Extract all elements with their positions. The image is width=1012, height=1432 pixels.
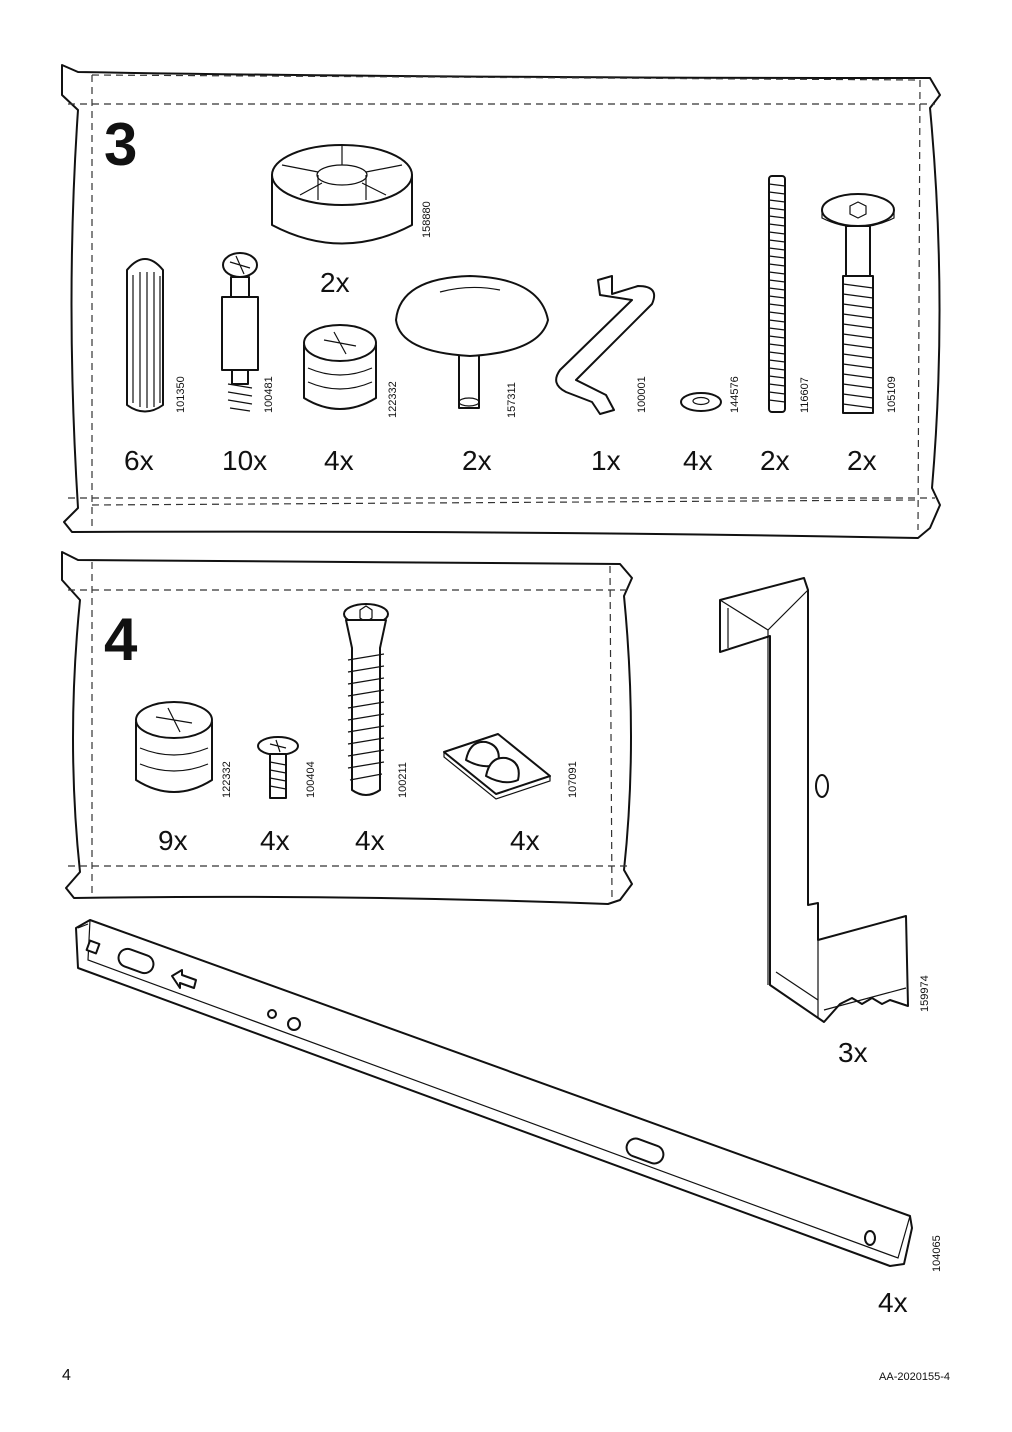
- part-quantity: 1x: [591, 445, 621, 476]
- part-number: 122332: [221, 761, 233, 798]
- washer-icon: [680, 392, 722, 412]
- allen-key-icon: [555, 275, 656, 415]
- part-number: 122332: [387, 381, 399, 418]
- part-number: 100211: [397, 762, 409, 798]
- bracket-hook-icon: [719, 577, 909, 1023]
- threaded-rod-icon: [768, 175, 786, 413]
- part-number: 101350: [175, 376, 187, 413]
- bag-4-step-number: 4: [104, 606, 138, 673]
- part-quantity: 2x: [462, 445, 492, 476]
- part-quantity: 4x: [878, 1287, 908, 1318]
- part-quantity: 4x: [683, 445, 713, 476]
- part-number: 105109: [886, 376, 898, 413]
- knob-icon: [395, 275, 549, 409]
- part-quantity: 3x: [838, 1037, 868, 1068]
- part-quantity: 2x: [847, 445, 877, 476]
- connector-bolt-icon: [821, 193, 895, 414]
- part-number: 100481: [263, 376, 275, 413]
- part-quantity: 10x: [222, 445, 267, 476]
- part-number: 100001: [636, 376, 648, 413]
- cam-bolt-icon: [221, 252, 259, 412]
- part-quantity: 4x: [324, 445, 354, 476]
- document-code: AA-2020155-4: [879, 1371, 950, 1383]
- cam-lock-icon: [135, 701, 213, 793]
- short-screw-icon: [257, 736, 299, 799]
- long-screw-icon: [343, 603, 389, 796]
- part-quantity: 4x: [260, 825, 290, 856]
- wood-dowel-icon: [126, 258, 164, 413]
- part-quantity: 2x: [320, 267, 350, 298]
- part-quantity: 4x: [355, 825, 385, 856]
- round-spacer-icon: [271, 144, 413, 245]
- part-number: 104065: [931, 1235, 943, 1272]
- cam-lock-icon: [303, 324, 377, 410]
- part-number: 144576: [729, 376, 741, 413]
- part-quantity: 4x: [510, 825, 540, 856]
- part-number: 100404: [305, 761, 317, 798]
- part-number: 159974: [919, 975, 931, 1012]
- metal-rail-icon: [75, 919, 913, 1267]
- part-number: 158880: [421, 201, 433, 238]
- part-number: 107091: [567, 761, 579, 798]
- part-quantity: 6x: [124, 445, 154, 476]
- part-number: 116607: [799, 377, 811, 413]
- page-number: 4: [62, 1367, 71, 1384]
- bag-3-step-number: 3: [104, 111, 137, 178]
- bumper-pads-icon: [443, 733, 551, 800]
- part-quantity: 9x: [158, 825, 188, 856]
- bag-4-panel: [61, 551, 633, 905]
- part-quantity: 2x: [760, 445, 790, 476]
- part-number: 157311: [506, 382, 518, 418]
